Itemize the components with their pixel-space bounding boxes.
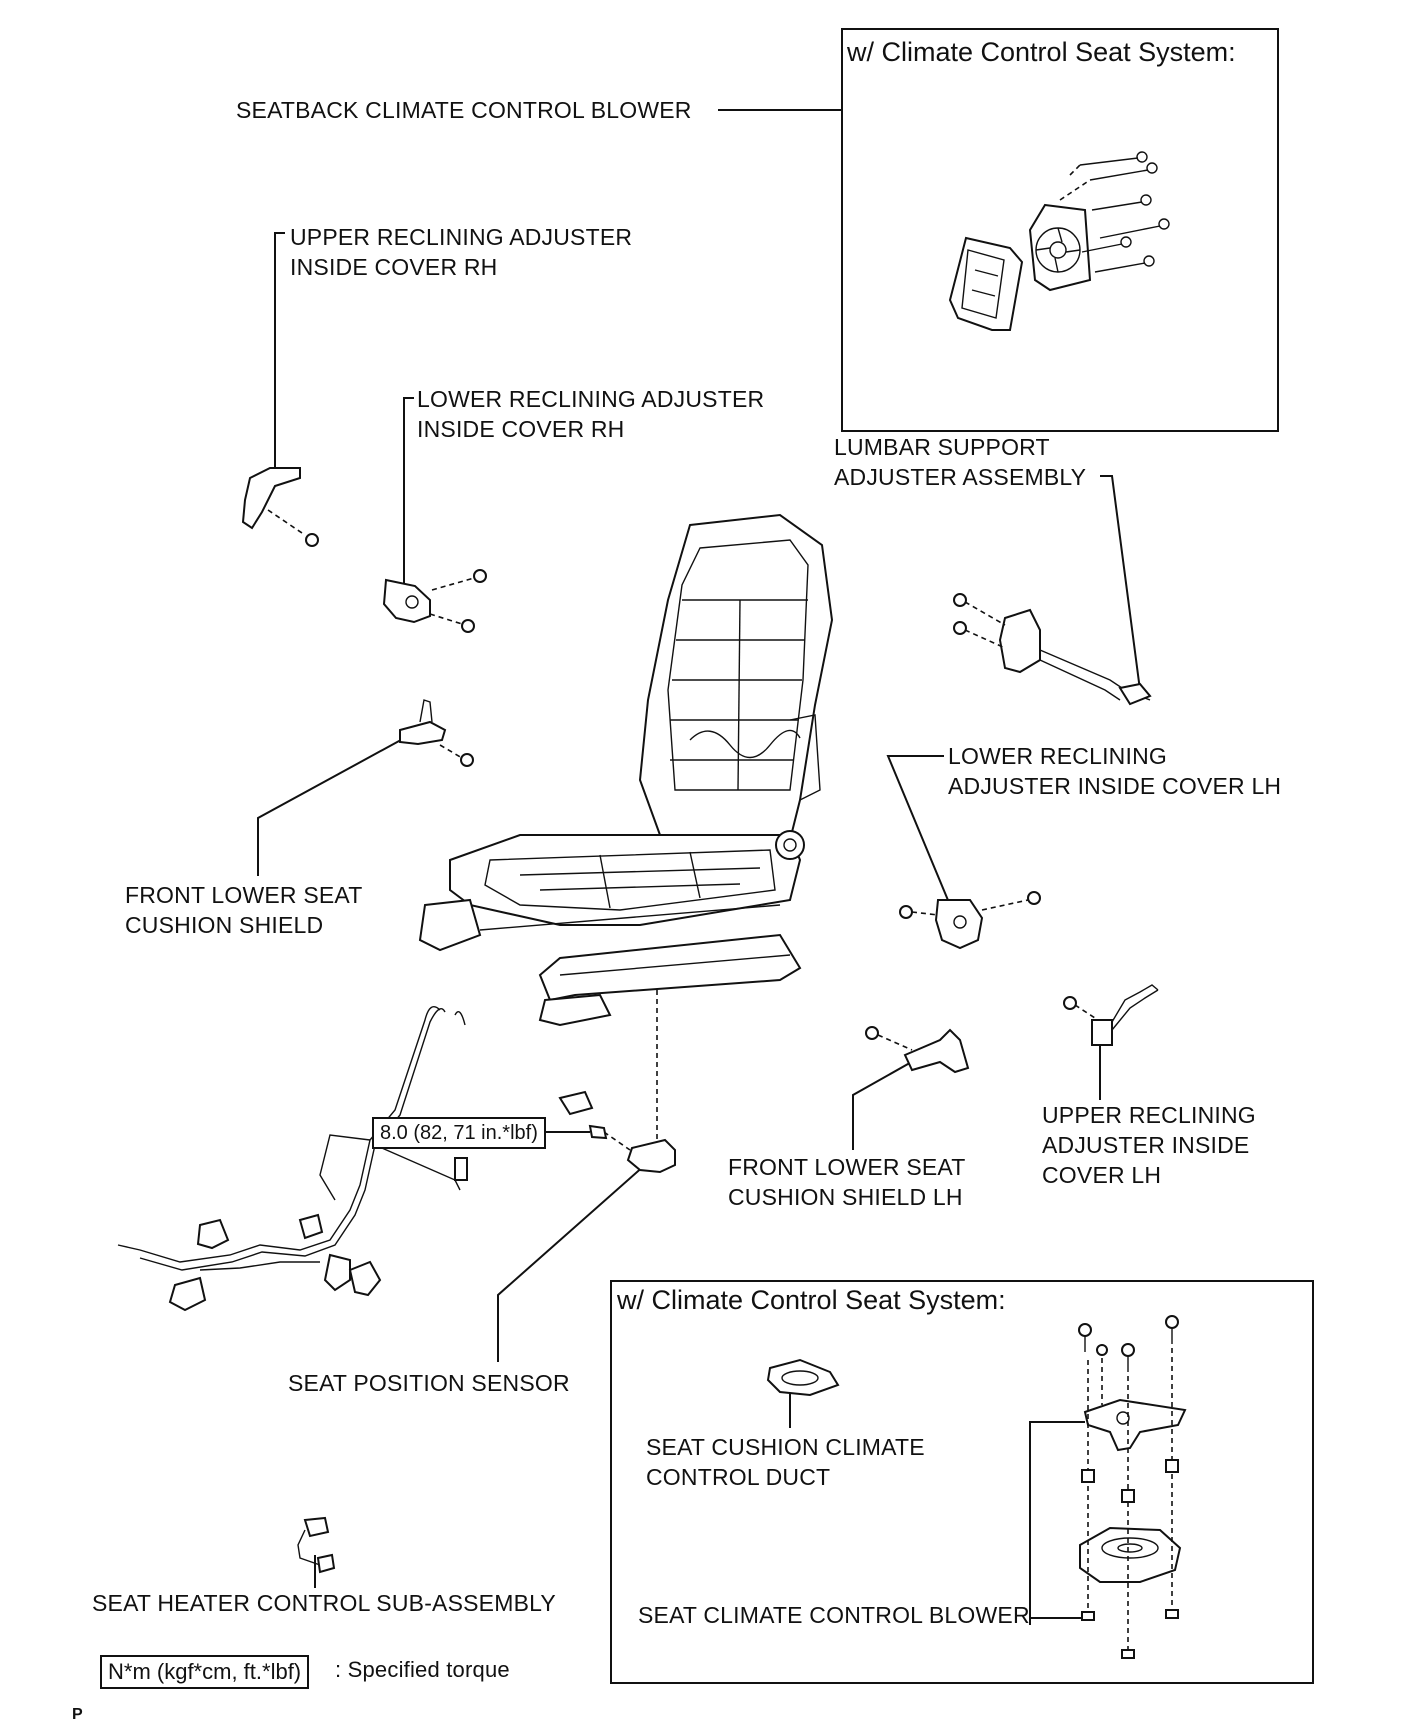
upper-reclining-rh-art	[241, 467, 319, 547]
label-seatback-blower: SEATBACK CLIMATE CONTROL BLOWER	[236, 97, 692, 123]
label-upper-reclining-rh: UPPER RECLINING ADJUSTER INSIDE COVER RH	[290, 224, 633, 280]
label-seat-climate-blower: SEAT CLIMATE CONTROL BLOWER	[638, 1602, 1030, 1628]
lumbar-support-art	[953, 593, 1152, 706]
climate-box-bottom	[610, 1280, 1314, 1684]
legend-torque-key: N*m (kgf*cm, ft.*lbf)	[100, 1655, 310, 1689]
upper-reclining-lh-art	[1063, 984, 1159, 1046]
seat-climate-blower-art	[1078, 1315, 1187, 1659]
lower-reclining-lh-art	[899, 891, 1041, 950]
legend-torque-description: : Specified torque	[335, 1657, 510, 1682]
seat-frame-art	[418, 513, 834, 1027]
front-lower-shield-lh-art	[865, 1026, 970, 1074]
climate-box-bottom-title: w/ Climate Control Seat System:	[617, 1285, 1006, 1315]
seat-heater-control-art	[297, 1516, 336, 1574]
climate-box-top	[841, 28, 1279, 432]
leader-lines	[257, 109, 1141, 1625]
seat-cushion-duct-art	[766, 1358, 840, 1397]
label-lower-reclining-rh: LOWER RECLINING ADJUSTER INSIDE COVER RH	[417, 386, 765, 442]
label-lumbar-support: LUMBAR SUPPORT ADJUSTER ASSEMBLY	[834, 434, 1087, 490]
seat-position-sensor-art	[558, 1090, 676, 1174]
label-seat-position-sensor: SEAT POSITION SENSOR	[288, 1370, 570, 1396]
label-seat-heater-control: SEAT HEATER CONTROL SUB-ASSEMBLY	[92, 1590, 556, 1616]
label-front-lower-shield: FRONT LOWER SEAT CUSHION SHIELD	[125, 882, 363, 938]
climate-box-top-title: w/ Climate Control Seat System:	[847, 37, 1236, 67]
label-front-lower-shield-lh: FRONT LOWER SEAT CUSHION SHIELD LH	[728, 1154, 966, 1210]
label-lower-reclining-lh: LOWER RECLINING ADJUSTER INSIDE COVER LH	[948, 743, 1282, 799]
torque-spec-box: 8.0 (82, 71 in.*lbf)	[372, 1117, 546, 1149]
label-upper-reclining-lh: UPPER RECLINING ADJUSTER INSIDE COVER LH	[1042, 1102, 1256, 1188]
footer-mark: P	[72, 1706, 83, 1723]
seatback-blower-art	[948, 151, 1170, 331]
front-lower-shield-art	[399, 699, 474, 767]
wire-harness-art	[117, 1006, 468, 1312]
label-seat-cushion-duct: SEAT CUSHION CLIMATE CONTROL DUCT	[646, 1434, 925, 1490]
lower-reclining-rh-art	[382, 569, 487, 633]
